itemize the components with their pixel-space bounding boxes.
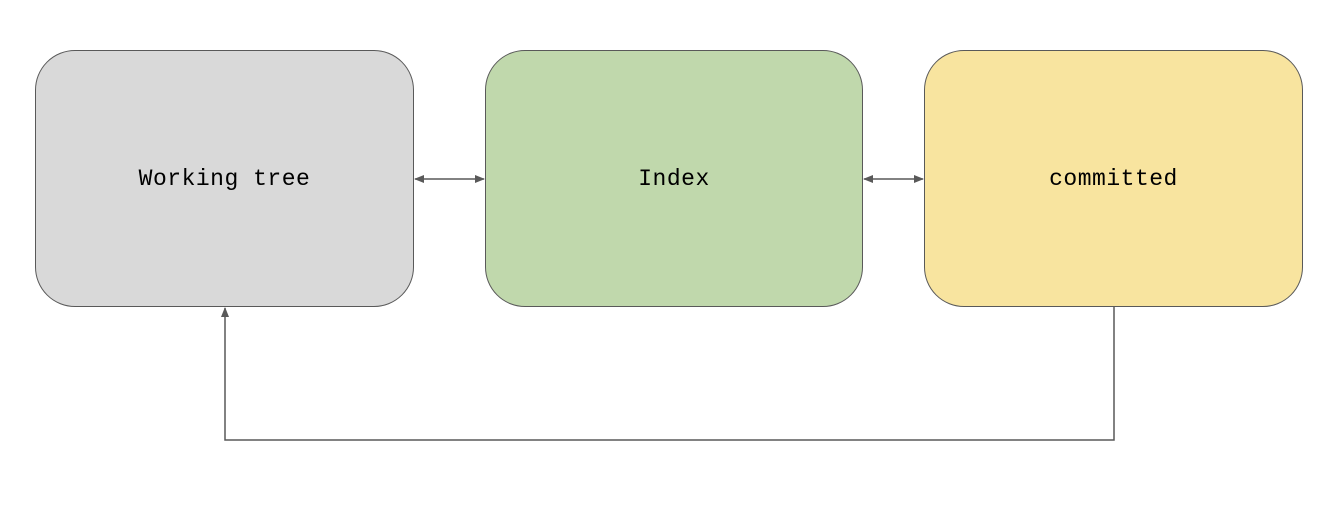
node-working-tree-label: Working tree: [138, 165, 311, 192]
node-committed-label: committed: [1049, 165, 1178, 192]
node-index-label: Index: [638, 165, 710, 192]
node-working-tree: Working tree: [35, 50, 414, 307]
node-committed: committed: [924, 50, 1303, 307]
edge-committed-working-tree: [221, 307, 1115, 441]
node-index: Index: [485, 50, 863, 307]
